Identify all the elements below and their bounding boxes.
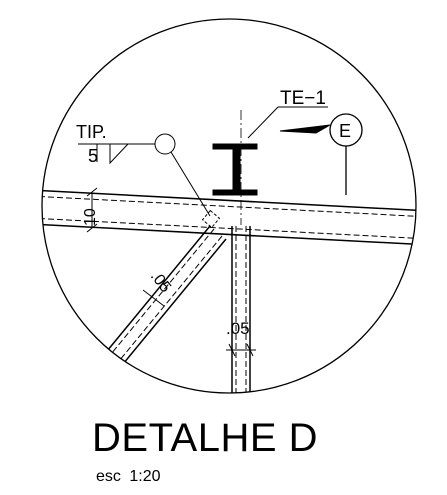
detail-scale: esc 1:20 — [96, 468, 161, 485]
weld-tip-label: TIP. — [76, 122, 107, 142]
dim-diagonal-label: .05 — [147, 268, 174, 296]
weld-symbol — [78, 133, 211, 217]
node-marker — [201, 209, 221, 229]
chord-member — [42, 189, 416, 246]
vertical-post — [231, 226, 251, 393]
dim-chord-depth — [86, 187, 98, 233]
detail-circle — [41, 18, 417, 394]
section-marker — [279, 113, 363, 195]
te1-label: TE−1 — [280, 88, 326, 109]
dim-post-width — [226, 343, 256, 357]
dim-diagonal-width — [142, 289, 165, 307]
detail-title: DETALHE D — [92, 416, 319, 460]
te1-leader — [247, 106, 279, 139]
diagonal-brace — [97, 225, 227, 376]
section-marker-label: E — [339, 121, 351, 141]
te1-section — [212, 143, 258, 196]
weld-size-label: 5 — [88, 146, 98, 166]
dim-post-label: .05 — [226, 319, 250, 338]
dim-chord-depth-label: 10 — [82, 208, 99, 226]
